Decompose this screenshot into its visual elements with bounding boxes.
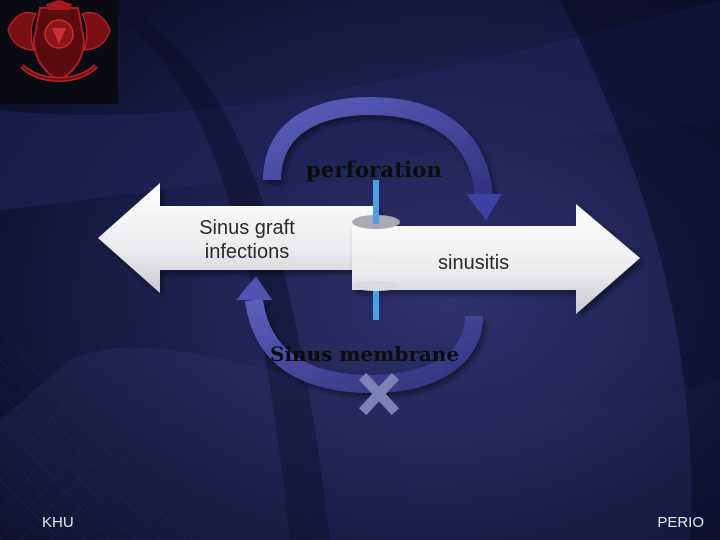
sinusitis-label: sinusitis [438,252,510,274]
footer-left-text: KHU [42,514,74,531]
bottom-cycle-arrow [236,276,483,394]
university-logo [0,0,118,104]
university-seal-icon [7,0,111,82]
membrane-divider [352,180,400,320]
cross-icon [358,372,400,416]
left-arrow [98,183,378,293]
perforation-label: perforation [306,157,442,182]
top-cycle-arrow [263,96,502,220]
sinus-membrane-label: Sinus membrane [270,342,460,366]
sinus-graft-infections-label: Sinus graft infections [199,217,295,263]
footer-right-text: PERIO [657,514,704,531]
right-arrow [352,204,640,314]
